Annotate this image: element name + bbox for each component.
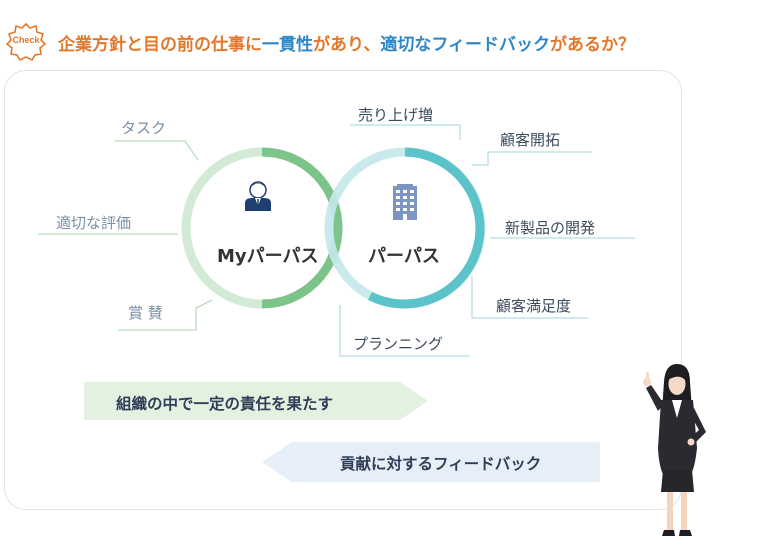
my-purpose-title: Myパーパス [217,246,319,267]
label-praise: 賞 賛 [128,304,163,322]
task-connector [115,140,199,161]
praise-connector [118,299,213,331]
left-arrow-label: 貢献に対するフィードバック [340,455,542,473]
headline-part2: 一貫性 [262,35,313,55]
businessman-icon [245,181,271,211]
label-task: タスク [121,119,167,137]
customer-dev-connector [472,151,592,166]
check-badge-icon [5,22,47,62]
check-badge-label: Check [12,35,40,45]
headline-part5: があるか？ [550,35,635,55]
right-arrow-label: 組織の中で一定の責任を果たす [116,395,334,413]
check-badge: Check [5,22,47,62]
planning-connector [339,305,470,357]
my-purpose-arc [261,147,343,309]
purpose-title: パーパス [368,246,440,267]
label-planning: プランニング [353,335,444,353]
headline-part3: があり、 [313,35,381,55]
left-arrow-shape [262,442,600,482]
building-icon [393,184,417,220]
page-title: 企業方針と目の前の仕事に一貫性があり、適切なフィードバックがあるか？ [58,30,635,55]
satisfaction-connector [471,276,588,319]
headline-part4: 適切なフィードバック [380,35,550,55]
header: Check 企業方針と目の前の仕事に一貫性があり、適切なフィードバックがあるか？ [0,0,760,70]
right-arrow-shape [84,382,428,420]
headline-part1: 企業方針と目の前の仕事に [58,35,262,55]
purpose-arc [367,147,485,309]
label-satisfaction: 顧客満足度 [496,297,572,315]
main-panel [4,70,682,510]
label-sales: 売り上げ増 [358,106,434,124]
businesswoman-illustration [643,364,706,536]
label-evaluation: 適切な評価 [56,214,132,232]
label-customer-dev: 顧客開拓 [500,131,561,149]
label-new-product: 新製品の開発 [505,219,596,237]
sales-connector [350,124,461,140]
